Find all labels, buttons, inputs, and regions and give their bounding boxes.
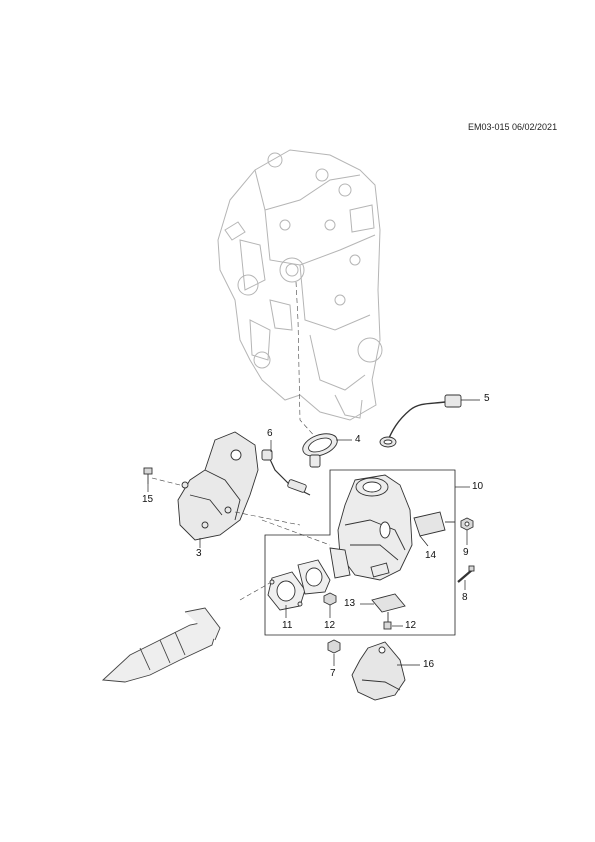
exhaust-downpipe <box>101 607 221 683</box>
part-10-converter <box>329 474 413 581</box>
callout-14: 14 <box>425 550 437 561</box>
drawing-code: EM03-015 06/02/2021 <box>468 122 558 132</box>
leader-lines <box>147 399 480 666</box>
part-15-bolt <box>143 467 153 484</box>
callout-7: 7 <box>330 668 336 679</box>
assembly-box-10 <box>264 469 456 636</box>
callout-13: 13 <box>344 598 356 609</box>
part-3-heat-shield <box>177 431 259 541</box>
callout-10: 10 <box>472 481 484 492</box>
callout-3: 3 <box>196 548 202 559</box>
callout-16: 16 <box>423 659 435 670</box>
engine-block <box>217 149 383 421</box>
callout-9: 9 <box>463 547 469 558</box>
callout-6: 6 <box>267 428 273 439</box>
part-7-nut <box>327 639 341 654</box>
part-9-nut <box>460 517 474 531</box>
callout-11: 11 <box>282 620 293 631</box>
part-4-gasket <box>302 433 338 468</box>
part-13-bracket <box>371 593 406 622</box>
part-8-stud <box>457 565 475 583</box>
callout-15: 15 <box>142 494 154 505</box>
callout-8: 8 <box>462 592 468 603</box>
part-6-sensor <box>261 449 311 496</box>
callout-5: 5 <box>484 393 490 404</box>
callout-12a: 12 <box>324 620 336 631</box>
part-5-sensor <box>379 394 462 448</box>
part-14-bracket <box>413 511 455 537</box>
callout-4: 4 <box>355 434 361 445</box>
part-12-nut <box>323 592 392 630</box>
ref-line-3 <box>151 477 331 601</box>
part-16-heat-shield <box>351 641 406 701</box>
part-11-gasket <box>267 559 331 611</box>
ref-line-4 <box>295 281 319 441</box>
callout-12b: 12 <box>405 620 417 631</box>
